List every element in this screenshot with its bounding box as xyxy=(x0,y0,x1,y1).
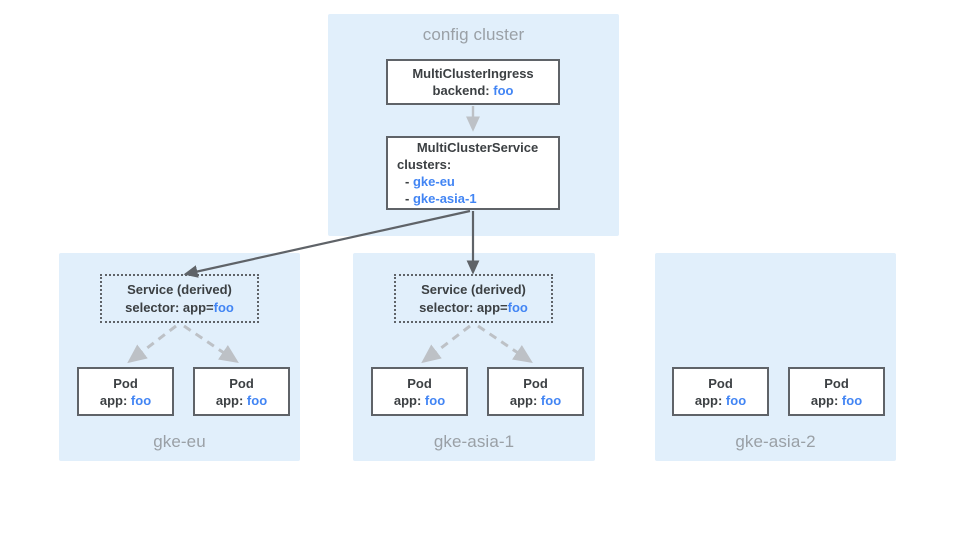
pod-app-label-gke-asia-2-0: app: xyxy=(694,392,723,408)
cluster-label-gke-asia-2: gke-asia-2 xyxy=(735,432,816,451)
mcs-cluster-item-0: - gke-eu xyxy=(397,173,558,190)
mcs-kind-label: MultiClusterService xyxy=(416,140,539,155)
pod-title-gke-asia-1-0: Pod xyxy=(407,375,432,391)
cluster-panel-gke-asia-2: gke-asia-2 xyxy=(655,253,896,461)
pod-app-label-gke-asia-1-1: app: xyxy=(509,392,538,408)
pod-box-gke-asia-1-1: Pod app: foo xyxy=(487,367,584,416)
mcs-clusters-label: clusters: xyxy=(397,157,452,172)
mci-backend-label: backend: xyxy=(432,83,490,98)
mci-kind-label: MultiClusterIngress xyxy=(412,66,534,81)
mcs-cluster-bullet-1: - xyxy=(405,191,410,206)
mci-backend-value: foo xyxy=(493,83,514,98)
pod-box-gke-asia-1-0: Pod app: foo xyxy=(371,367,468,416)
derived-service-box-gke-asia-1: Service (derived) selector: app=foo xyxy=(394,274,553,323)
pod-app-line-gke-asia-1-1: app: foo xyxy=(489,392,582,409)
config-cluster-title: config cluster xyxy=(422,25,525,44)
pod-title-gke-eu-0: Pod xyxy=(113,375,138,391)
mcs-cluster-name-1: gke-asia-1 xyxy=(412,191,477,206)
cluster-panel-gke-asia-1: gke-asia-1 xyxy=(353,253,595,461)
derived-service-selector-value-gke-eu: foo xyxy=(213,299,234,315)
pod-title-gke-asia-2-0: Pod xyxy=(708,375,733,391)
pod-app-value-gke-asia-1-0: foo xyxy=(424,392,446,408)
pod-title-gke-asia-1-1: Pod xyxy=(523,375,548,391)
pod-app-label-gke-asia-2-1: app: xyxy=(810,392,839,408)
pod-app-line-gke-asia-2-0: app: foo xyxy=(674,392,767,409)
multi-cluster-service-box: MultiClusterService clusters: - gke-eu -… xyxy=(386,136,560,210)
pod-title-gke-asia-2-1: Pod xyxy=(824,375,849,391)
pod-box-gke-asia-2-1: Pod app: foo xyxy=(788,367,885,416)
derived-service-title-gke-asia-1: Service (derived) xyxy=(421,281,526,297)
derived-service-selector-value-gke-asia-1: foo xyxy=(507,299,528,315)
multi-cluster-ingress-box: MultiClusterIngress backend: foo xyxy=(386,59,560,105)
pod-app-value-gke-eu-1: foo xyxy=(246,392,268,408)
mcs-cluster-item-1: - gke-asia-1 xyxy=(397,190,558,207)
pod-app-value-gke-eu-0: foo xyxy=(130,392,152,408)
cluster-label-gke-eu: gke-eu xyxy=(153,432,206,451)
pod-title-gke-eu-1: Pod xyxy=(229,375,254,391)
cluster-label-gke-asia-1: gke-asia-1 xyxy=(433,432,515,451)
pod-app-label-gke-asia-1-0: app: xyxy=(393,392,422,408)
pod-app-line-gke-eu-0: app: foo xyxy=(79,392,172,409)
pod-app-line-gke-eu-1: app: foo xyxy=(195,392,288,409)
pod-box-gke-asia-2-0: Pod app: foo xyxy=(672,367,769,416)
cluster-panel-gke-eu: gke-eu xyxy=(59,253,300,461)
derived-service-selector-label-gke-eu: selector: app= xyxy=(125,299,214,315)
pod-app-value-gke-asia-2-1: foo xyxy=(841,392,863,408)
pod-app-label-gke-eu-1: app: xyxy=(215,392,244,408)
derived-service-title-gke-eu: Service (derived) xyxy=(127,281,232,297)
derived-service-selector-gke-asia-1: selector: app=foo xyxy=(419,299,528,317)
derived-service-selector-label-gke-asia-1: selector: app= xyxy=(419,299,508,315)
pod-app-line-gke-asia-1-0: app: foo xyxy=(373,392,466,409)
derived-service-box-gke-eu: Service (derived) selector: app=foo xyxy=(100,274,259,323)
pod-box-gke-eu-1: Pod app: foo xyxy=(193,367,290,416)
pod-app-line-gke-asia-2-1: app: foo xyxy=(790,392,883,409)
pod-app-label-gke-eu-0: app: xyxy=(99,392,128,408)
pod-app-value-gke-asia-2-0: foo xyxy=(725,392,747,408)
derived-service-selector-gke-eu: selector: app=foo xyxy=(125,299,234,317)
mcs-cluster-name-0: gke-eu xyxy=(412,174,455,189)
pod-app-value-gke-asia-1-1: foo xyxy=(540,392,562,408)
mci-backend-line: backend: foo xyxy=(388,82,558,99)
mcs-cluster-bullet-0: - xyxy=(405,174,410,189)
pod-box-gke-eu-0: Pod app: foo xyxy=(77,367,174,416)
